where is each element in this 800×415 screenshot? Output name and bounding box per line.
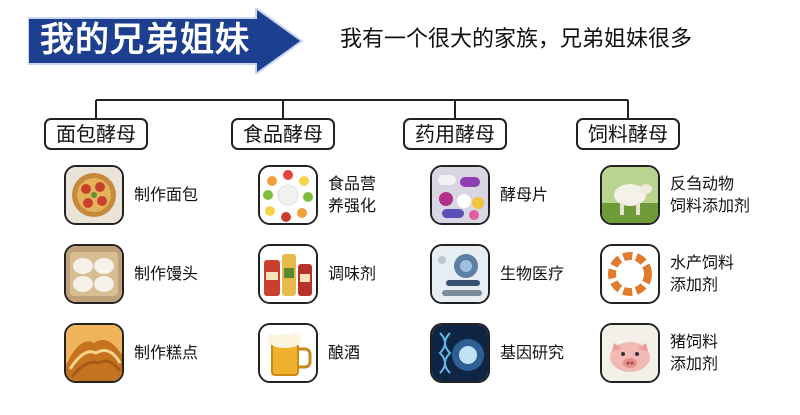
item-label: 反刍动物 饲料添加剂 xyxy=(670,174,751,215)
item-biomedical: 生物医疗 xyxy=(430,244,600,306)
item-label: 调味剂 xyxy=(328,264,377,283)
item-aquatic-feed: 水产饲料 添加剂 xyxy=(600,244,770,306)
item-gene-research: 基因研究 xyxy=(430,323,600,385)
page-title: 我的兄弟姐妹 xyxy=(40,20,250,60)
pig-icon xyxy=(600,323,660,383)
item-label: 猪饲料 添加剂 xyxy=(670,332,719,373)
item-label: 制作馒头 xyxy=(134,264,199,283)
item-steamed-bun: 制作馒头 xyxy=(64,244,234,306)
beer-mug-icon xyxy=(258,323,318,383)
item-nutrition: 食品营 养强化 xyxy=(258,165,428,227)
pastry-icon xyxy=(64,323,124,383)
category-food-yeast: 食品酵母 xyxy=(231,118,335,150)
item-bread: 制作面包 xyxy=(64,165,234,227)
item-label: 食品营 养强化 xyxy=(328,174,377,215)
item-label: 制作糕点 xyxy=(134,343,199,362)
item-label: 制作面包 xyxy=(134,185,199,204)
category-medicinal-yeast: 药用酵母 xyxy=(403,118,507,150)
microscope-icon xyxy=(430,244,490,304)
sheep-icon xyxy=(600,165,660,225)
item-label: 基因研究 xyxy=(500,343,565,362)
page-subtitle: 我有一个很大的家族，兄弟姐妹很多 xyxy=(340,27,693,52)
item-seasoning: 调味剂 xyxy=(258,244,428,306)
bread-pizza-icon xyxy=(64,165,124,225)
category-bread-yeast: 面包酵母 xyxy=(44,118,148,150)
item-label: 酵母片 xyxy=(500,185,549,204)
steamed-bun-icon xyxy=(64,244,124,304)
item-brewing: 酿酒 xyxy=(258,323,428,385)
item-pastry: 制作糕点 xyxy=(64,323,234,385)
banner-arrow-shape xyxy=(28,8,304,74)
item-label: 水产饲料 添加剂 xyxy=(670,253,735,294)
title-banner: 我的兄弟姐妹 xyxy=(28,8,304,74)
dna-researcher-icon xyxy=(430,323,490,383)
item-label: 生物医疗 xyxy=(500,264,565,283)
fish-ring-icon xyxy=(600,244,660,304)
tablets-icon xyxy=(430,165,490,225)
item-yeast-tablets: 酵母片 xyxy=(430,165,600,227)
seasoning-jars-icon xyxy=(258,244,318,304)
item-ruminant-feed: 反刍动物 饲料添加剂 xyxy=(600,165,770,227)
category-feed-yeast: 饲料酵母 xyxy=(576,118,680,150)
item-pig-feed: 猪饲料 添加剂 xyxy=(600,323,770,385)
item-label: 酿酒 xyxy=(328,343,361,362)
nutrient-pills-icon xyxy=(258,165,318,225)
